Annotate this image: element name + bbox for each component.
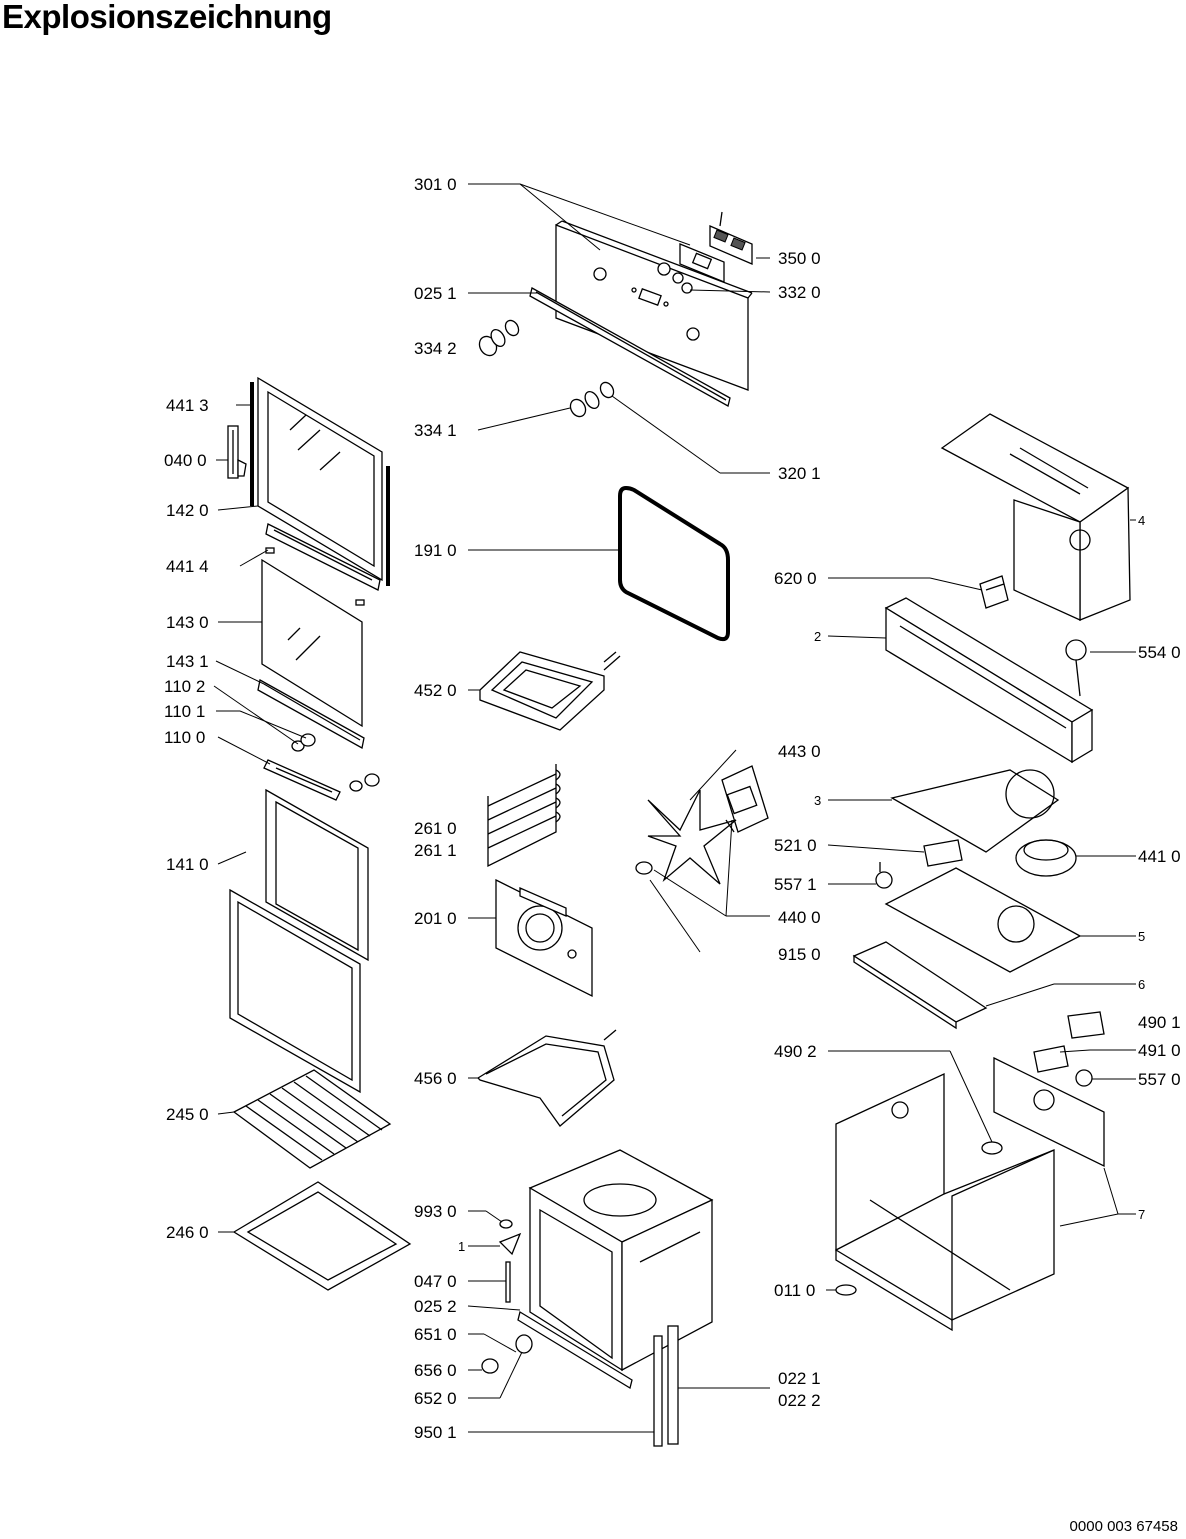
label-245-0: 245 0 [166,1105,209,1124]
label-261-1: 261 1 [414,841,457,860]
label-332-0: 332 0 [778,283,821,302]
switches-drawing [875,839,963,889]
label-441-4: 441 4 [166,557,209,576]
label-557-0: 557 0 [1138,1070,1181,1089]
wire-shelf-drawing [232,1069,392,1169]
label-557-1: 557 1 [774,875,817,894]
label-191-0: 191 0 [414,541,457,560]
thermostat-drawing [1065,639,1087,697]
baking-tray-drawing [232,1181,412,1291]
label-142-0: 142 0 [166,501,209,520]
handle-parts-drawing [263,733,380,801]
label-652-0: 652 0 [414,1389,457,1408]
label-915-0: 915 0 [778,945,821,964]
label-521-0: 521 0 [774,836,817,855]
label-141-0: 141 0 [166,855,209,874]
terminal-parts-drawing [835,1011,1105,1296]
door-seal-drawing [618,485,730,642]
label-022-2: 022 2 [778,1391,821,1410]
label-7: 7 [1138,1207,1145,1222]
door-frame-drawing [250,376,390,586]
label-040-0: 040 0 [164,451,207,470]
cooling-fan-drawing [1015,839,1077,877]
label-441-3: 441 3 [166,396,209,415]
label-350-0: 350 0 [778,249,821,268]
knob-parts-drawing [478,319,615,418]
label-025-2: 025 2 [414,1297,457,1316]
label-1: 1 [458,1239,465,1254]
part-labels: 301 0 350 0 025 1 332 0 334 2 441 3 334 … [164,175,1181,1442]
label-246-0: 246 0 [166,1223,209,1242]
oven-cavity-drawing [528,1149,714,1372]
label-022-1: 022 1 [778,1369,821,1388]
label-651-0: 651 0 [414,1325,457,1344]
fan-cover-drawing [495,878,593,998]
label-143-1: 143 1 [166,652,209,671]
label-3: 3 [814,793,821,808]
label-620-0: 620 0 [774,569,817,588]
label-456-0: 456 0 [414,1069,457,1088]
label-011-0: 011 0 [774,1281,815,1300]
label-4: 4 [1138,513,1145,528]
label-201-0: 201 0 [414,909,457,928]
label-110-2: 110 2 [164,677,205,696]
label-490-2: 490 2 [774,1042,817,1061]
label-490-1: 490 1 [1138,1013,1181,1032]
fan-motor-drawing [635,765,769,885]
label-301-0: 301 0 [414,175,457,194]
label-110-0: 110 0 [164,728,205,747]
label-334-1: 334 1 [414,421,457,440]
grill-element-drawing [479,651,621,731]
fan-channel-drawing [884,597,1094,764]
side-racks-drawing [487,764,561,868]
door-bar-drawing [257,678,365,750]
knobs-drawing [657,262,693,294]
label-143-0: 143 0 [166,613,209,632]
bottom-heater-drawing [476,1029,617,1127]
label-047-0: 047 0 [414,1272,457,1291]
top-cover-drawing [940,413,1131,622]
label-554-0: 554 0 [1138,643,1181,662]
label-261-0: 261 0 [414,819,457,838]
label-441-0: 441 0 [1138,847,1181,866]
connector-drawing [979,575,1009,609]
label-440-0: 440 0 [778,908,821,927]
label-452-0: 452 0 [414,681,457,700]
label-491-0: 491 0 [1138,1041,1181,1060]
vent-strip-drawing [265,523,381,606]
label-320-1: 320 1 [778,464,821,483]
control-panel-drawing [555,220,753,391]
hinge-drawing [227,425,247,479]
housing-drawing [835,1056,1105,1332]
leader-lines [213,183,1136,1433]
label-950-1: 950 1 [414,1423,457,1442]
label-656-0: 656 0 [414,1361,457,1380]
front-plate-drawing [852,941,988,1030]
label-110-1: 110 1 [164,702,205,721]
label-5: 5 [1138,929,1145,944]
label-334-2: 334 2 [414,339,457,358]
label-025-1: 025 1 [414,284,457,303]
electronics-module-drawing [679,211,753,283]
document-number: 0000 003 67458 [1069,1518,1178,1535]
inner-glass-drawing [261,558,363,728]
deflector-plate-drawing [890,769,1060,853]
bottom-plate-drawing [884,867,1082,973]
outer-door-drawing [229,788,369,1094]
label-2: 2 [814,629,821,644]
label-6: 6 [1138,977,1145,992]
part-drawings [227,211,1131,1447]
small-parts-drawing [481,1219,679,1447]
page-title: Explosionszeichnung [2,0,332,35]
label-993-0: 993 0 [414,1202,457,1221]
label-443-0: 443 0 [778,742,821,761]
